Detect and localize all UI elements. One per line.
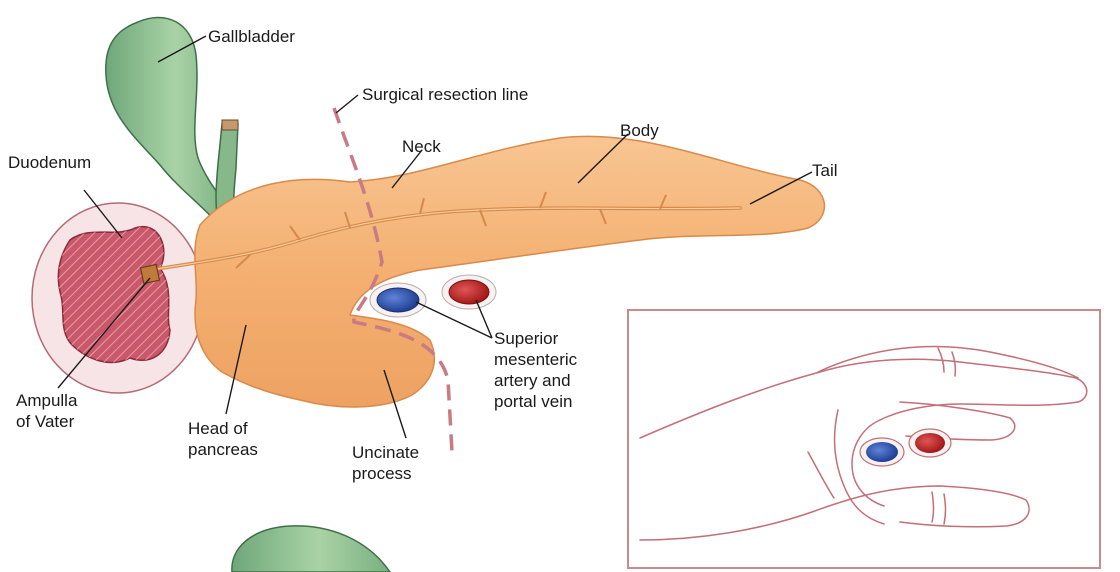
label-gallbladder: Gallbladder (208, 26, 295, 47)
second-illustration-partial (232, 526, 390, 572)
label-surgical-resection-line: Surgical resection line (362, 84, 528, 105)
label-neck: Neck (402, 136, 441, 157)
label-body: Body (620, 120, 659, 141)
duodenum-shape (32, 203, 204, 393)
inset-panel (628, 310, 1100, 568)
label-head-of-pancreas: Head of pancreas (188, 418, 258, 460)
gallbladder-shape (106, 17, 238, 232)
label-superior-mesenteric-vessels: Superior mesenteric artery and portal ve… (494, 328, 577, 412)
label-ampulla-of-vater: Ampulla of Vater (16, 390, 77, 432)
label-uncinate-process: Uncinate process (352, 442, 419, 484)
label-tail: Tail (812, 160, 838, 181)
label-duodenum: Duodenum (8, 152, 91, 173)
